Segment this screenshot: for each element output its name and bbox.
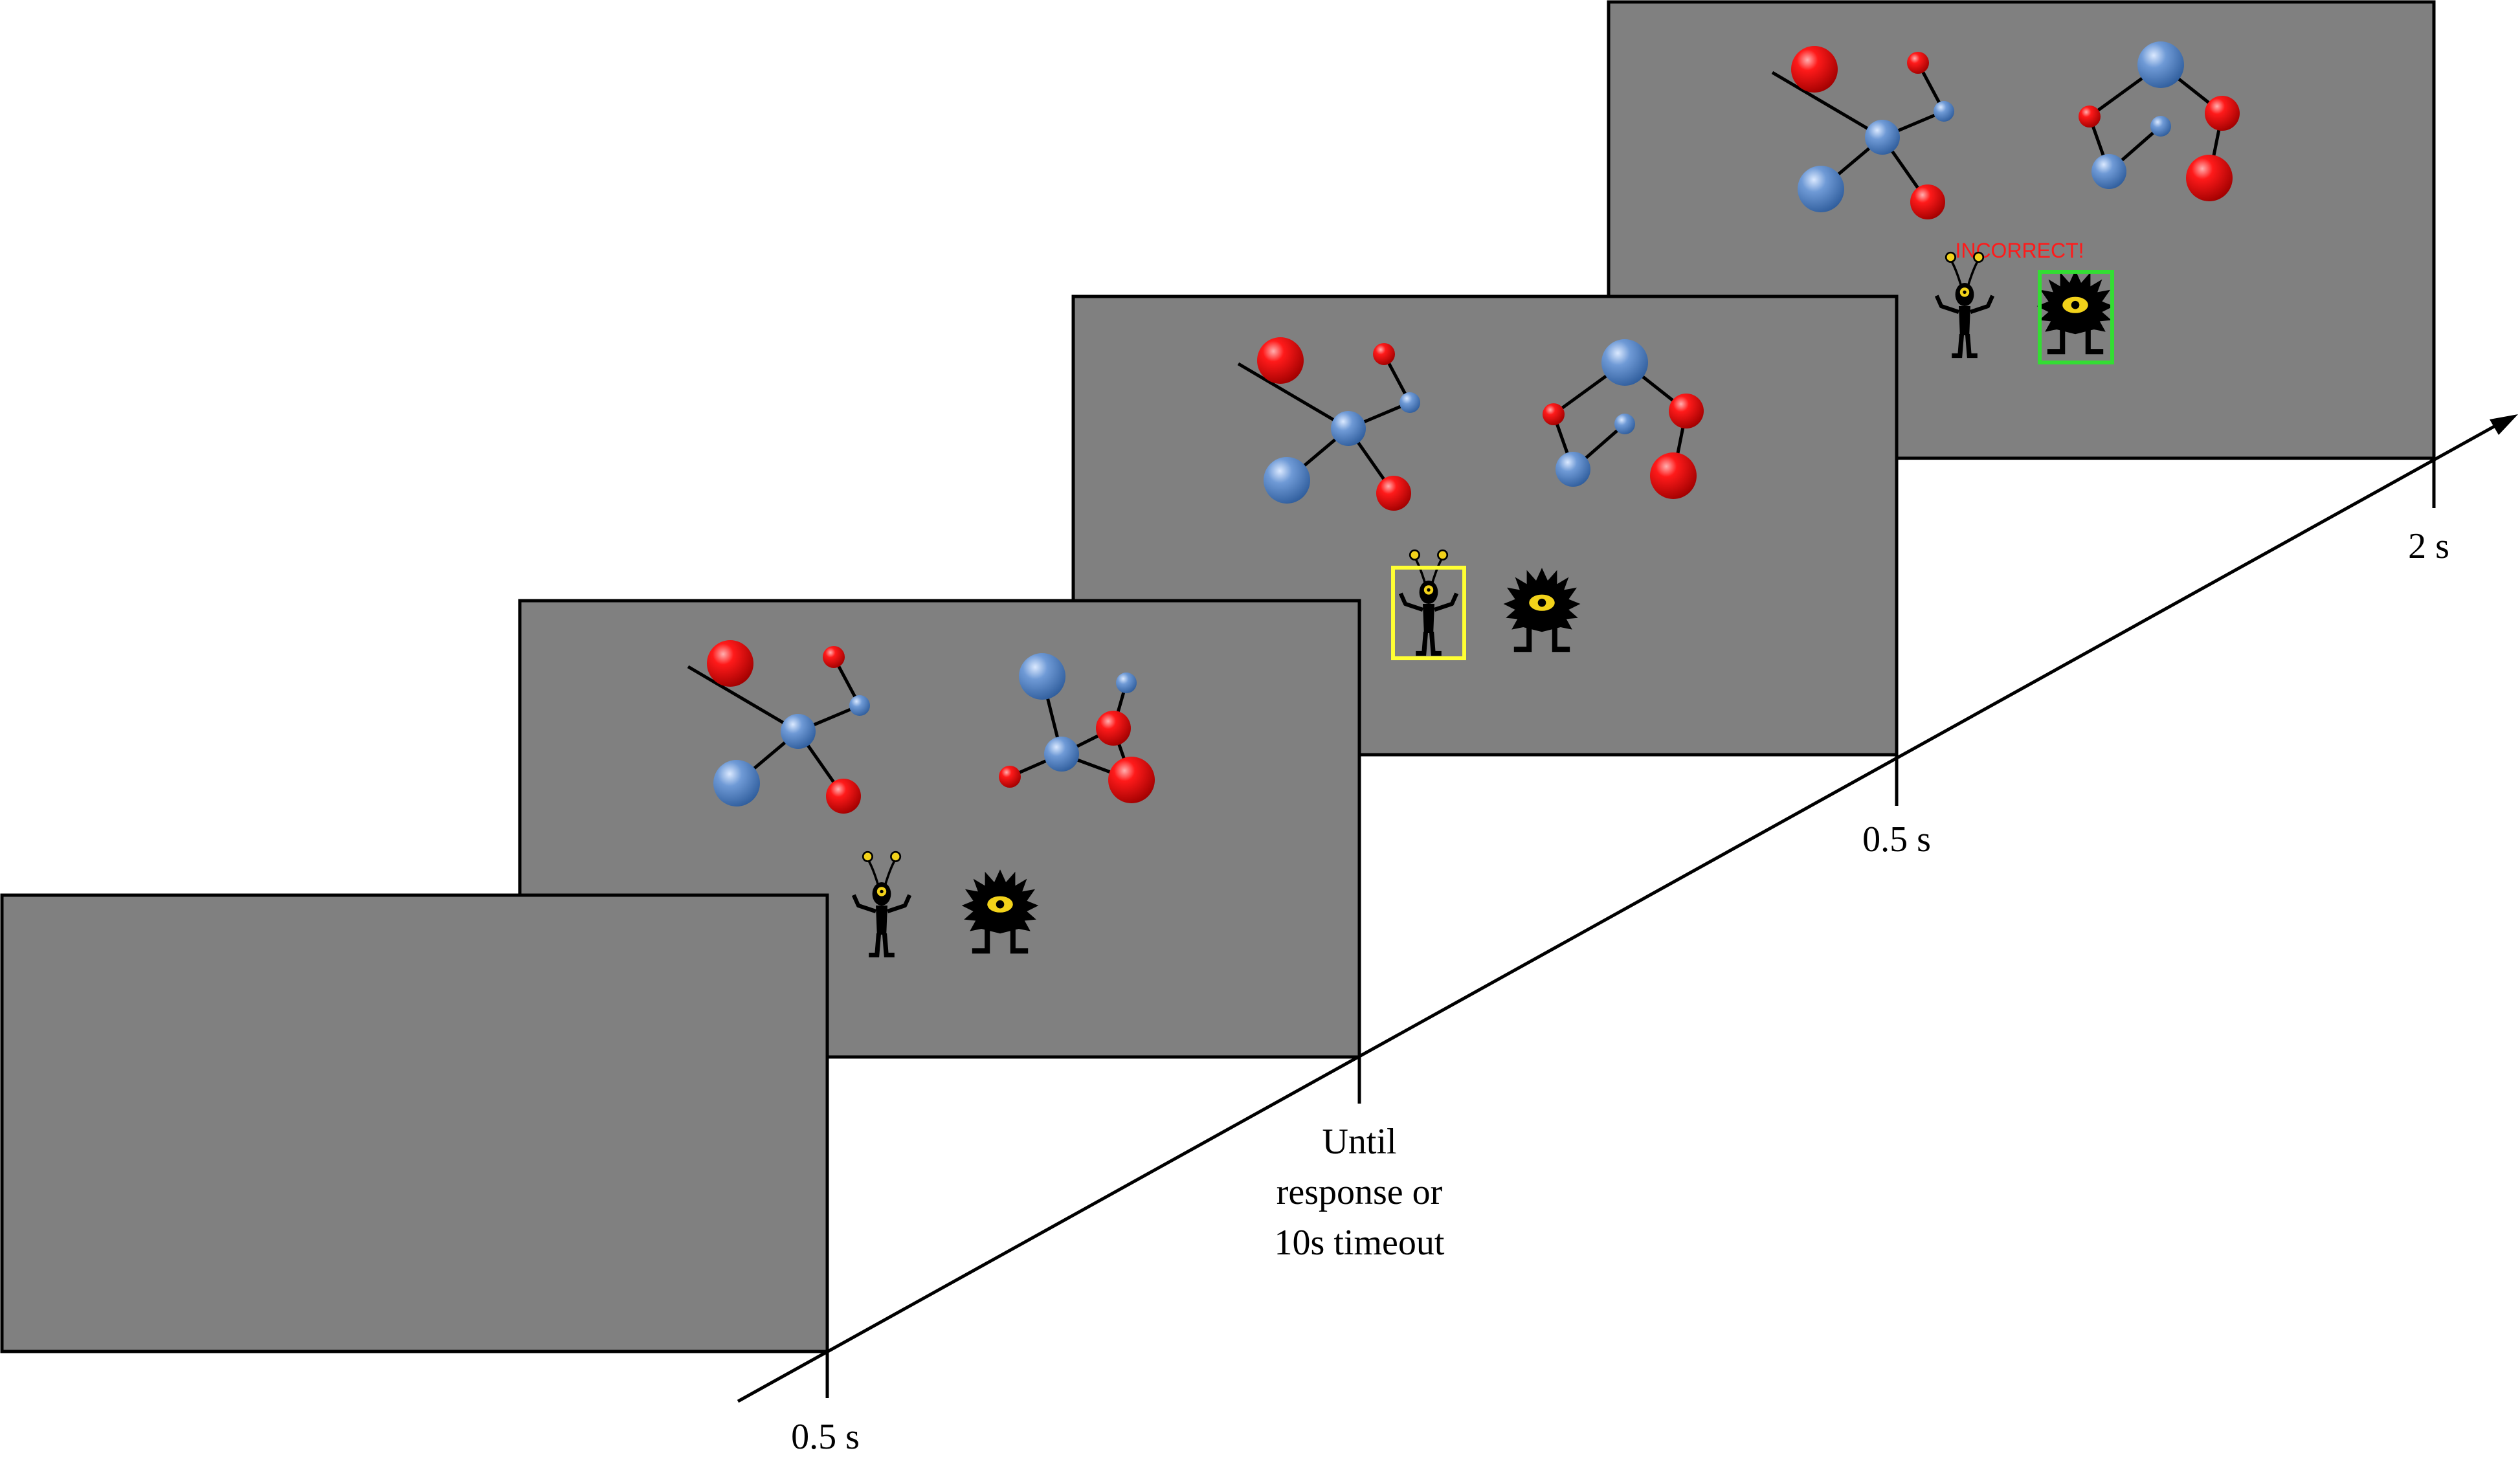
label-choice-line3: 10s timeout: [1275, 1223, 1445, 1263]
time-axis: [737, 414, 2518, 1403]
label-selection-duration: 0.5 s: [1862, 819, 1931, 860]
label-blank-duration: 0.5 s: [791, 1417, 860, 1457]
label-choice-line2: response or: [1277, 1172, 1443, 1212]
correct-answer-box: [2038, 270, 2114, 364]
selection-box: [1391, 566, 1466, 660]
label-feedback-duration: 2 s: [2408, 526, 2449, 566]
label-choice-line1: Until: [1322, 1122, 1396, 1162]
arrow-head-icon: [2490, 414, 2518, 435]
screen-blank: [0, 893, 829, 1353]
